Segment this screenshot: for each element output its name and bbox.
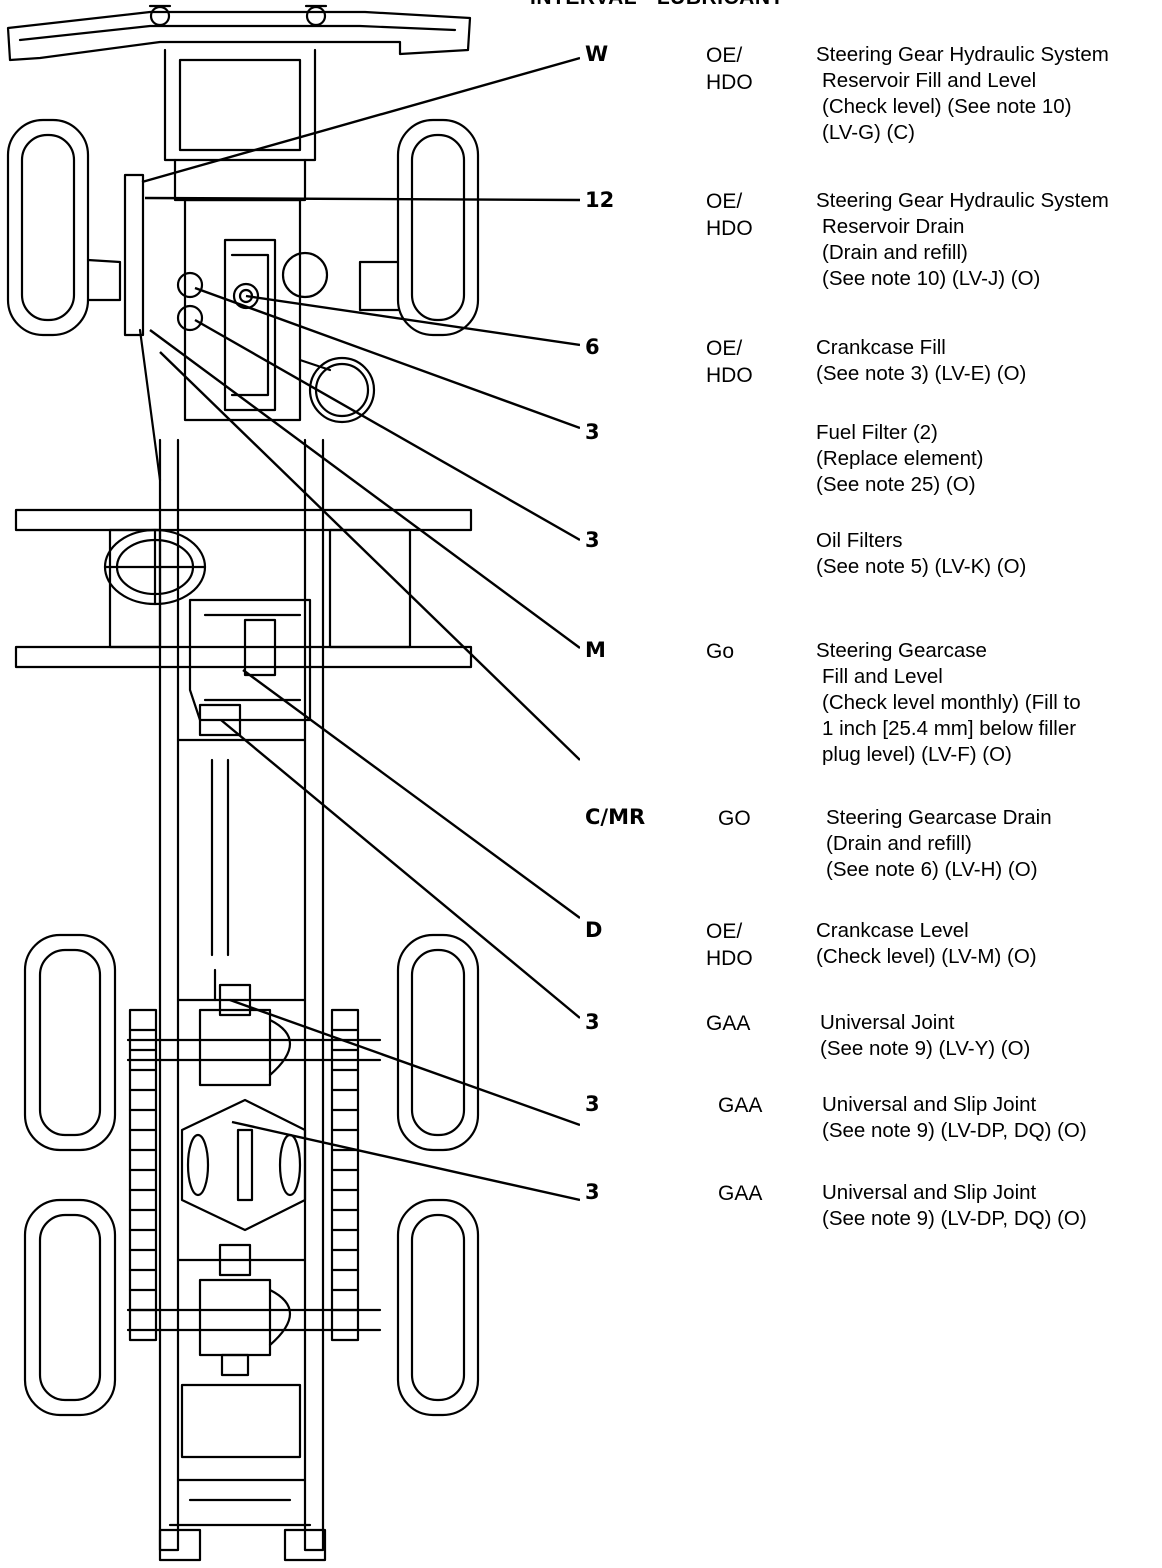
- leader-lines: [141, 56, 580, 1202]
- leader-line: [229, 998, 580, 1127]
- lubricant-code: OE/HDO: [706, 920, 753, 970]
- interval-code: C/MR: [585, 805, 646, 829]
- lube-point-description: Universal Joint(See note 9) (LV-Y) (O): [820, 1011, 1031, 1060]
- rear-axle-forward: [126, 983, 382, 1087]
- lube-point-description: Crankcase Fill(See note 3) (LV-E) (O): [816, 336, 1027, 385]
- lube-point-description: Fuel Filter (2)(Replace element) (See no…: [816, 421, 984, 496]
- drive-shafts: [198, 703, 242, 1002]
- cab-cross-members: [14, 508, 473, 669]
- filter-elements: [176, 271, 260, 332]
- interval-code: 3: [585, 528, 600, 552]
- lubricant-code: GAA: [706, 1012, 751, 1035]
- lubricant-code: GO: [718, 807, 751, 830]
- lube-point-description: Steering Gearcase Drain(Drain and refill…: [826, 806, 1052, 881]
- interval-code: 3: [585, 1180, 600, 1204]
- leader-line: [231, 1120, 580, 1202]
- lubricant-code: OE/HDO: [706, 190, 753, 240]
- interval-code: 3: [585, 1010, 600, 1034]
- rear-tires: [23, 933, 480, 1417]
- radiator: [163, 48, 317, 202]
- lubricant-code: OE/HDO: [706, 44, 753, 94]
- interval-code: 6: [585, 335, 600, 359]
- frame-rails: [158, 438, 327, 1562]
- leaf-springs: [128, 1008, 360, 1342]
- transmission: [188, 598, 312, 722]
- leader-line: [245, 294, 580, 347]
- engine: [183, 198, 376, 424]
- leader-line: [149, 329, 580, 649]
- interval-code: 3: [585, 1092, 600, 1116]
- interval-code: D: [585, 918, 603, 942]
- axle-brace: [180, 1098, 307, 1232]
- lubricant-code: GAA: [718, 1182, 763, 1205]
- page-header: INTERVAL - LUBRICANT: [530, 0, 784, 10]
- leader-line: [141, 56, 580, 184]
- front-left-tire: [6, 118, 122, 337]
- lube-point-description: Crankcase Level(Check level) (LV-M) (O): [816, 919, 1037, 968]
- lube-point-description: Universal and Slip Joint(See note 9) (LV…: [822, 1093, 1087, 1142]
- leader-line: [194, 318, 580, 542]
- front-bumper: [6, 4, 472, 62]
- leader-line: [242, 669, 580, 919]
- leader-line: [220, 719, 580, 1019]
- lube-point-description: Universal and Slip Joint(See note 9) (LV…: [822, 1181, 1087, 1230]
- lubricant-code: GAA: [718, 1094, 763, 1117]
- leader-line: [144, 196, 580, 202]
- leader-line: [194, 286, 580, 430]
- leader-line: [159, 351, 580, 761]
- front-right-tire: [358, 118, 480, 337]
- steering-column: [103, 173, 207, 606]
- lube-point-description: Oil Filters(See note 5) (LV-K) (O): [816, 529, 1027, 578]
- lubricant-code: OE/HDO: [706, 337, 753, 387]
- interval-code: 3: [585, 420, 600, 444]
- interval-code: 12: [585, 188, 615, 212]
- interval-code: M: [585, 638, 606, 662]
- chassis-diagram: [6, 4, 580, 1562]
- lubricant-code: Go: [706, 640, 735, 663]
- interval-code: W: [585, 42, 609, 66]
